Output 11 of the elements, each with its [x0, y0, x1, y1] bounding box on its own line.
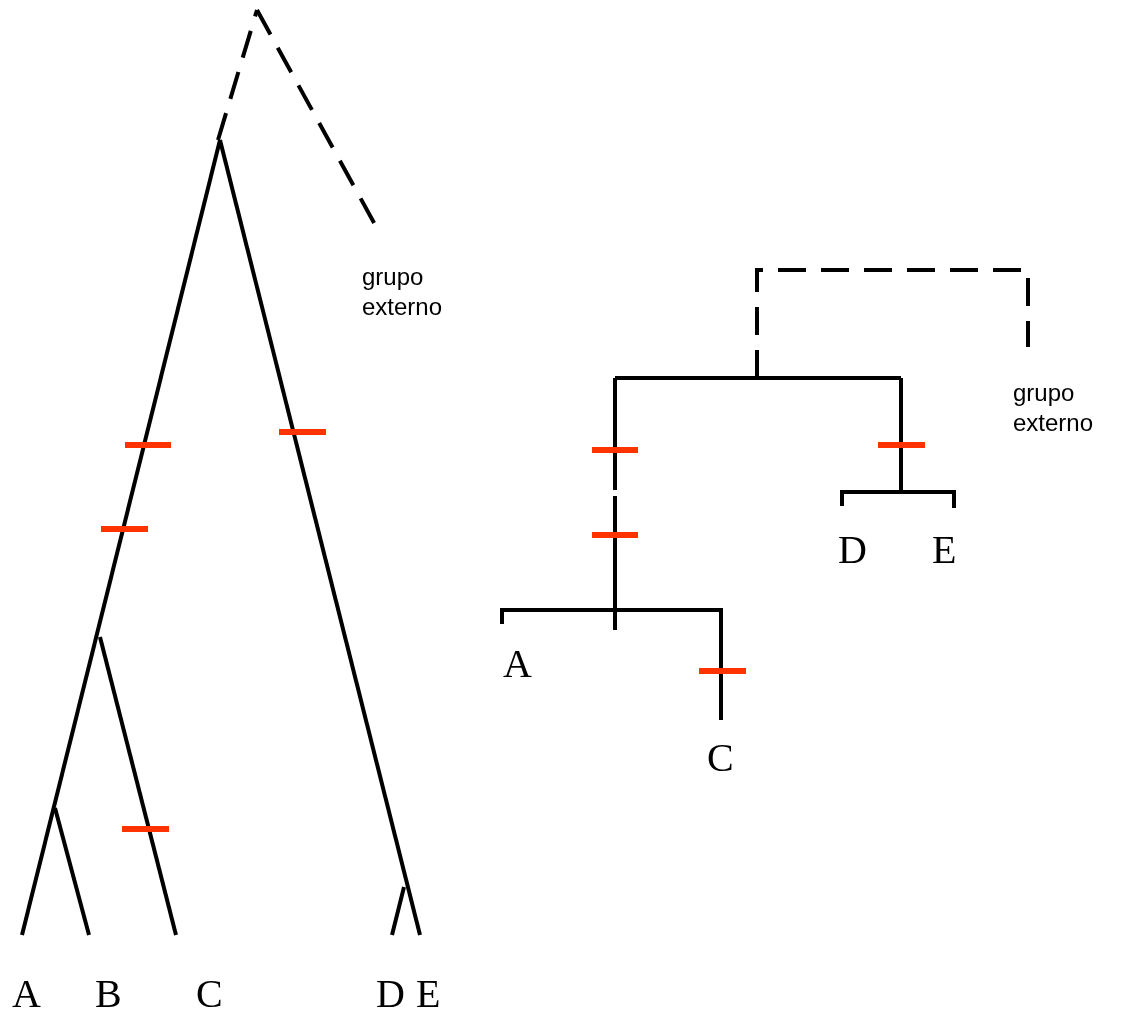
- outgroup-label: grupo externo: [1013, 378, 1095, 438]
- taxon-label: D: [376, 974, 405, 1014]
- taxon-label: B: [95, 974, 122, 1014]
- outgroup-label: grupo externo: [362, 262, 444, 322]
- taxon-label: A: [12, 974, 41, 1014]
- taxon-label: C: [707, 738, 734, 778]
- taxon-label: A: [503, 644, 532, 684]
- taxon-label: E: [932, 530, 957, 570]
- taxon-label: E: [416, 974, 441, 1014]
- taxon-label: D: [838, 530, 867, 570]
- taxon-label: C: [196, 974, 223, 1014]
